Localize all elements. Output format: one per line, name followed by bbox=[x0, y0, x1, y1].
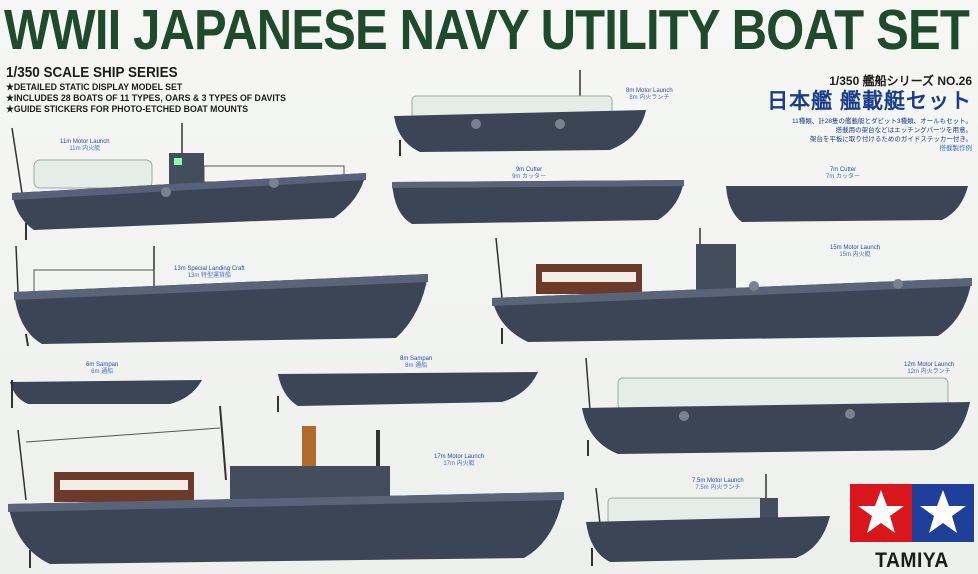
label-en: 6m Sampan bbox=[86, 362, 119, 368]
label-jp: 7m カッター bbox=[826, 174, 861, 180]
label-jp: 8m 内火ランチ bbox=[629, 95, 670, 101]
jp-reference-note: 搭載製作例 bbox=[939, 145, 973, 152]
label-jp: 12m 内火ランチ bbox=[907, 369, 951, 375]
feature-item: ★GUIDE STICKERS FOR PHOTO-ETCHED BOAT MO… bbox=[6, 104, 249, 115]
label-jp: 15m 内火艇 bbox=[839, 252, 871, 258]
label-jp: 17m 内火艇 bbox=[443, 461, 475, 467]
label-jp: 8m 通船 bbox=[405, 363, 428, 369]
jp-desc-line: 搭載用の架台などはエッチングパーツを用意。 bbox=[835, 127, 972, 134]
boat-11m-motor-launch bbox=[11, 123, 366, 240]
boat-7-5m-motor-launch bbox=[586, 474, 830, 566]
label-15m-motor-launch: 15m Motor Launch 15m 内火艇 bbox=[830, 245, 880, 259]
label-17m-motor-launch: 17m Motor Launch 17m 内火艇 bbox=[434, 454, 484, 468]
label-en: 7.5m Motor Launch bbox=[692, 478, 744, 484]
boat-7m-cutter bbox=[726, 186, 968, 222]
label-12m-motor-launch: 12m Motor Launch 12m 内火ランチ bbox=[904, 362, 954, 376]
tamiya-star-icon bbox=[850, 484, 974, 542]
jp-title: 日本艦 艦載艇セット bbox=[767, 90, 972, 113]
boat-6m-sampan bbox=[10, 380, 202, 408]
label-en: 7m Cutter bbox=[829, 167, 857, 173]
boat-17m-motor-launch bbox=[8, 405, 564, 568]
label-jp: 6m 通船 bbox=[91, 369, 114, 375]
boat-12m-motor-launch bbox=[582, 357, 970, 456]
label-11m-motor-launch: 11m Motor Launch 11m 内火艇 bbox=[60, 139, 110, 153]
label-en: 15m Motor Launch bbox=[830, 245, 881, 251]
jp-desc-line: 架台を平板に取り付けるためのガイドステッカー付き。 bbox=[809, 136, 972, 143]
label-en: 11m Motor Launch bbox=[60, 139, 110, 145]
label-8m-sampan: 8m Sampan 8m 通船 bbox=[400, 356, 432, 370]
label-6m-sampan: 6m Sampan 6m 通船 bbox=[86, 362, 118, 376]
label-en: 9m Cutter bbox=[515, 167, 543, 173]
scale-series-label: 1/350 SCALE SHIP SERIES bbox=[6, 64, 178, 81]
boat-8m-motor-launch bbox=[394, 70, 646, 156]
label-jp: 13m 特型運貨船 bbox=[187, 273, 232, 279]
feature-list: ★DETAILED STATIC DISPLAY MODEL SET ★INCL… bbox=[6, 82, 310, 115]
label-en: 8m Motor Launch bbox=[626, 88, 673, 94]
label-jp: 11m 内火艇 bbox=[69, 146, 101, 152]
label-13m-special-landing-craft: 13m Special Landing Craft 13m 特型運貨船 bbox=[174, 266, 245, 280]
boat-13m-special-landing-craft bbox=[14, 245, 428, 347]
label-en: 17m Motor Launch bbox=[434, 454, 485, 460]
boat-9m-cutter bbox=[392, 180, 684, 224]
label-7m-cutter: 7m Cutter 7m カッター bbox=[826, 167, 860, 181]
product-title: WWII JAPANESE NAVY UTILITY BOAT SET bbox=[4, 0, 970, 62]
label-en: 13m Special Landing Craft bbox=[174, 266, 245, 272]
tamiya-wordmark: TAMIYA bbox=[875, 549, 949, 572]
label-en: 8m Sampan bbox=[400, 356, 433, 362]
jp-series-label: 1/350 艦船シリーズ NO.26 bbox=[829, 74, 972, 88]
label-7-5m-motor-launch: 7.5m Motor Launch 7.5m 内火ランチ bbox=[692, 478, 744, 492]
label-8m-motor-launch: 8m Motor Launch 8m 内火ランチ bbox=[626, 88, 673, 102]
feature-item: ★INCLUDES 28 BOATS OF 11 TYPES, OARS & 3… bbox=[6, 93, 286, 104]
boat-8m-sampan bbox=[277, 372, 538, 412]
label-jp: 7.5m 内火ランチ bbox=[695, 485, 741, 491]
jp-description: 11種類、計28隻の艦載艇とダビット3種類、オールもセット。 搭載用の架台などは… bbox=[767, 117, 972, 153]
feature-item: ★DETAILED STATIC DISPLAY MODEL SET bbox=[6, 82, 183, 93]
label-9m-cutter: 9m Cutter 9m カッター bbox=[512, 167, 546, 181]
boat-15m-motor-launch bbox=[492, 228, 972, 344]
tamiya-logo: TAMIYA bbox=[850, 484, 974, 572]
jp-desc-line: 11種類、計28隻の艦載艇とダビット3種類、オールもセット。 bbox=[792, 118, 972, 125]
label-en: 12m Motor Launch bbox=[904, 362, 955, 368]
label-jp: 9m カッター bbox=[512, 174, 547, 180]
japanese-info: 1/350 艦船シリーズ NO.26 日本艦 艦載艇セット 11種類、計28隻の… bbox=[767, 72, 972, 153]
